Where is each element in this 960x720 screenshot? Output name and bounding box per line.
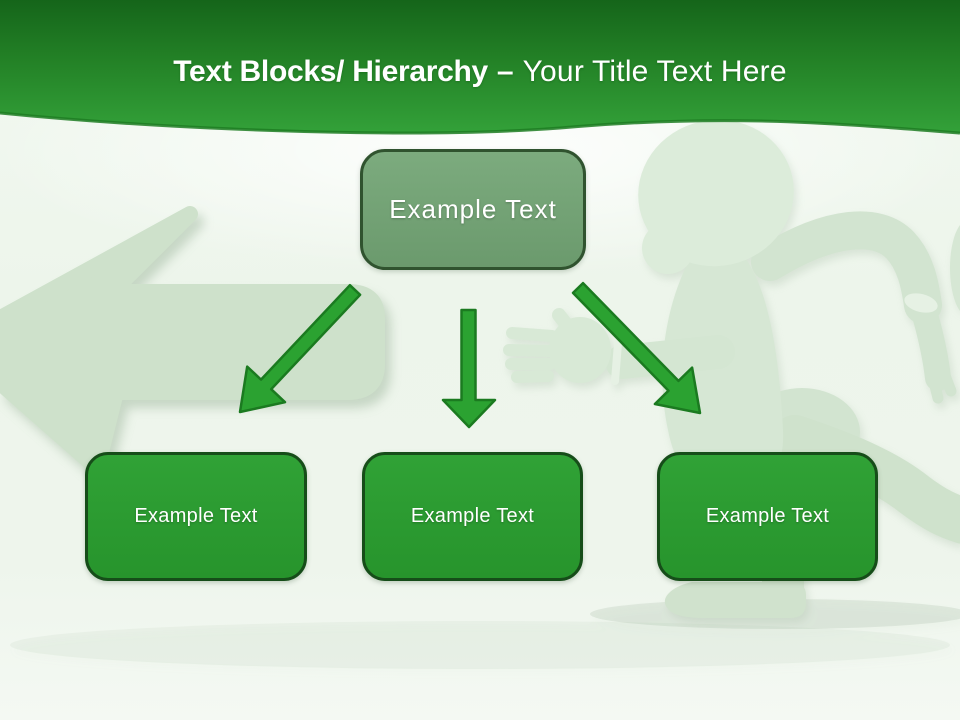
child-text-block-2-label: Example Text xyxy=(410,505,535,527)
root-text-block-label: Example Text xyxy=(389,194,557,224)
slide-title-light: Your Title Text Here xyxy=(522,55,787,88)
down-arrow-icon xyxy=(441,308,497,429)
down-right-arrow-icon xyxy=(571,281,702,415)
down-left-arrow-icon xyxy=(238,283,362,414)
child-text-block-3-label: Example Text xyxy=(705,505,830,527)
child-text-block-2: Example Text xyxy=(362,452,583,581)
root-text-block: Example Text xyxy=(360,149,586,270)
child-text-block-1: Example Text xyxy=(85,452,307,581)
slide-title-bold: Text Blocks/ Hierarchy xyxy=(173,55,488,88)
child-text-block-1-label: Example Text xyxy=(134,505,258,527)
slide-title: Text Blocks/ Hierarchy–Your Title Text H… xyxy=(0,54,960,90)
header-band: Text Blocks/ Hierarchy–Your Title Text H… xyxy=(0,0,960,150)
child-text-block-3: Example Text xyxy=(657,452,878,581)
slide-title-separator: – xyxy=(496,55,514,88)
header-wave xyxy=(0,0,960,135)
